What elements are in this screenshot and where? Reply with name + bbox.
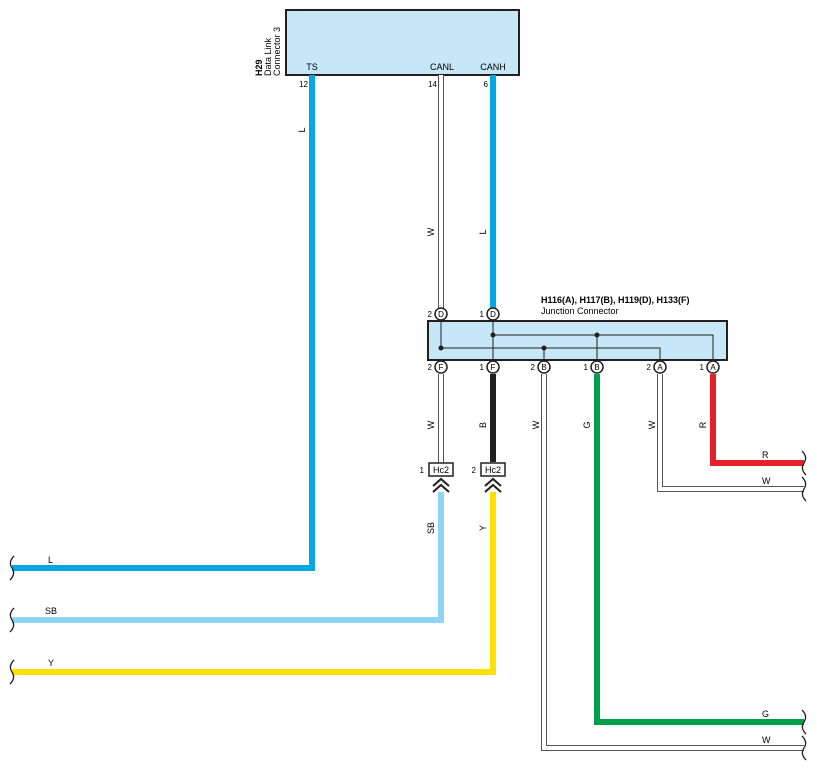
dlc-pin-canh: 6 [484, 80, 489, 89]
wire-label-b1: G [582, 421, 592, 428]
junction-pin: F1 [480, 360, 500, 374]
junction-pin-number: 2 [531, 363, 536, 372]
exit-labels: L SB Y R W G W [45, 450, 771, 745]
splice-dot [594, 332, 600, 338]
hc2-connectors: Hc2 1 Hc2 2 [420, 462, 506, 493]
junction-pin-letter: D [438, 310, 444, 319]
wire-ts-l [12, 75, 315, 571]
junction-pin-number: 1 [584, 363, 589, 372]
wire-a2-w-outline [657, 374, 804, 492]
wire-label-hc2-1: SB [426, 522, 436, 534]
wire-break-icon [801, 709, 807, 735]
junction-pin-letter: D [490, 310, 496, 319]
dlc-pin-ts: 12 [299, 80, 308, 89]
junction-pin-letter: A [657, 363, 663, 372]
splice-dot [541, 345, 547, 351]
wire-break-icon [801, 735, 807, 761]
dlc-connector: TS CANL CANH H29 Data Link Connector 3 1… [254, 9, 520, 89]
wire-a2-w [658, 374, 804, 491]
exit-label-right-w-top: W [762, 476, 771, 486]
junction-pin: B1 [584, 360, 604, 374]
wire-hc2-1-sb [12, 492, 444, 623]
exit-label-left-y: Y [48, 658, 54, 668]
junction-title: H116(A), H117(B), H119(D), H133(F) [541, 295, 690, 305]
junction-pin: A1 [700, 360, 720, 374]
junction-pin-number: 1 [480, 310, 485, 319]
dlc-name-line1: Data Link [263, 37, 273, 76]
hc2-connector-1: Hc2 1 [420, 462, 454, 493]
chevron-up-icon [484, 477, 502, 487]
exit-label-right-w-bottom: W [762, 735, 771, 745]
splice-dot [490, 332, 496, 338]
wire-break-icon [801, 450, 807, 476]
junction-subtitle: Junction Connector [541, 306, 619, 316]
wire-a1-r [710, 374, 804, 466]
hc2-pin-1: 1 [420, 466, 425, 475]
wire-label-b2: W [531, 420, 541, 429]
hc2-connector-2: Hc2 2 [472, 462, 506, 493]
junction-pin-letter: B [541, 363, 546, 372]
junction-pin-number: 2 [428, 363, 433, 372]
hc2-pin-2: 2 [472, 466, 477, 475]
wire-label-hc2-2: Y [478, 525, 488, 531]
dlc-terminal-ts: TS [306, 62, 318, 72]
hc2-label-1: Hc2 [433, 465, 449, 475]
junction-pin-letter: B [594, 363, 599, 372]
chevron-up-icon [432, 477, 450, 487]
wire-label-a1: R [698, 421, 708, 428]
dlc-code: H29 [254, 59, 264, 76]
wire-breaks [9, 450, 807, 761]
junction-pin-number: 2 [647, 363, 652, 372]
dlc-connector-body [285, 9, 520, 76]
wire-hc2-2-y [12, 492, 496, 675]
junction-pin-number: 1 [480, 363, 485, 372]
hc2-label-2: Hc2 [485, 465, 501, 475]
wire-label-a2: W [647, 420, 657, 429]
wire-b1-g [594, 374, 804, 725]
dlc-terminal-canl: CANL [430, 62, 454, 72]
splice-dot [438, 345, 444, 351]
exit-label-right-r: R [762, 450, 769, 460]
junction-pin: F2 [428, 360, 448, 374]
wire-b2-w-outline [541, 374, 804, 751]
junction-pin: A2 [647, 360, 667, 374]
dlc-pin-canl: 14 [428, 80, 437, 89]
wire-break-icon [9, 659, 15, 685]
wire-label-canl: W [426, 227, 436, 236]
wire-break-icon [9, 555, 15, 581]
wire-label-canh: L [478, 229, 488, 234]
exit-label-right-g: G [762, 709, 769, 719]
wire-color-labels: L W L W B W G W R SB Y [297, 127, 708, 534]
wire-b2-w [542, 374, 804, 750]
junction-pin-letter: F [439, 363, 444, 372]
dlc-terminal-canh: CANH [480, 62, 506, 72]
junction-connector-body [427, 320, 728, 361]
junction-pin-number: 2 [428, 310, 433, 319]
dlc-name-line2: Connector 3 [272, 27, 282, 76]
junction-pin-letter: F [491, 363, 496, 372]
junction-pin: D2 [428, 307, 448, 321]
wire-break-icon [9, 607, 15, 633]
wire-label-f2: W [426, 420, 436, 429]
junction-pin-number: 1 [700, 363, 705, 372]
wire-label-f1: B [478, 422, 488, 428]
exit-label-left-sb: SB [45, 606, 57, 616]
exit-label-left-l: L [48, 555, 53, 565]
wire-break-icon [801, 476, 807, 502]
junction-pin-letter: A [710, 363, 716, 372]
junction-pin: B2 [531, 360, 551, 374]
wire-label-ts: L [297, 127, 307, 132]
junction-connector: H116(A), H117(B), H119(D), H133(F) Junct… [427, 295, 728, 361]
junction-pin: D1 [480, 307, 500, 321]
chevron-up-icon [432, 483, 450, 493]
chevron-up-icon [484, 483, 502, 493]
